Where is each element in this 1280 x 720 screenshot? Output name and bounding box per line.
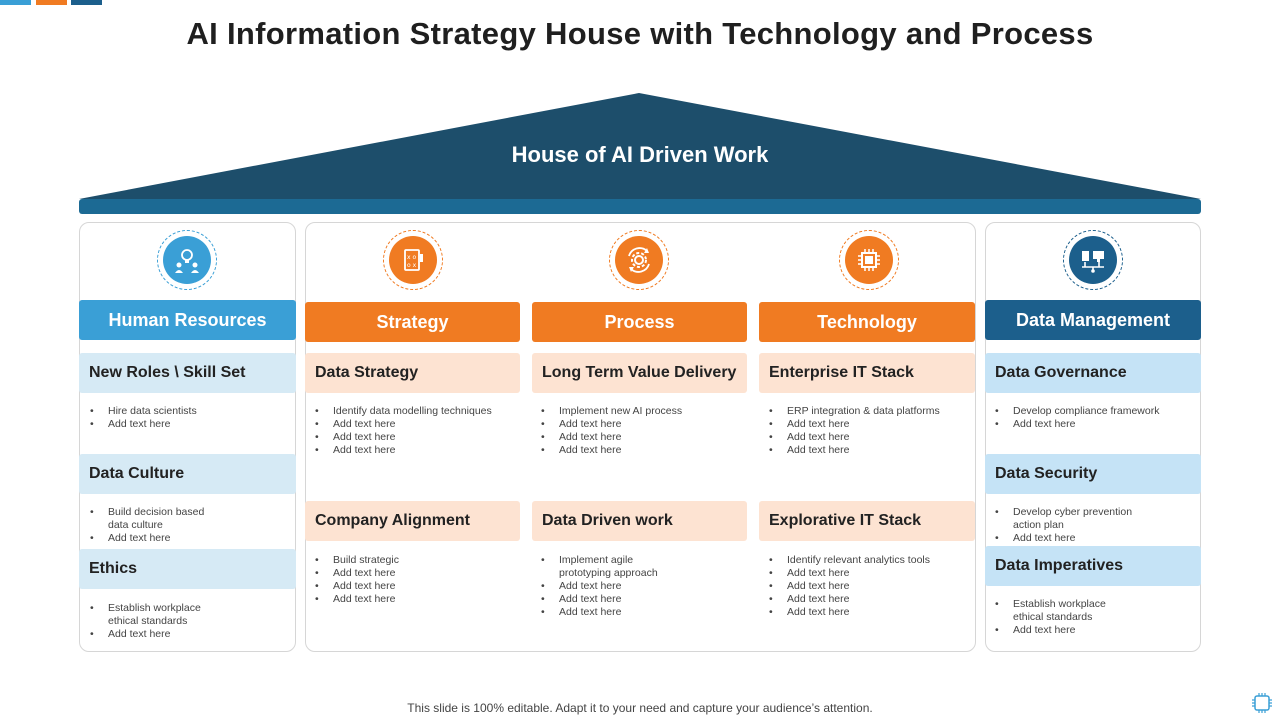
bullet-item: ERP integration & data platforms — [769, 405, 940, 418]
bullet-item: Build decision based data culture — [90, 506, 204, 532]
bullet-item: Add text here — [995, 418, 1159, 431]
section-title-data-security: Data Security — [985, 454, 1201, 494]
network-computer-icon — [1063, 230, 1123, 290]
bullet-item: Add text here — [315, 593, 399, 606]
bullet-item: Identify relevant analytics tools — [769, 554, 930, 567]
bullet-list-long-term-value: Implement new AI process Add text here A… — [541, 405, 682, 457]
page-title: AI Information Strategy House with Techn… — [186, 16, 1094, 51]
bullet-item: Develop cyber prevention action plan — [995, 506, 1132, 532]
bullet-list-data-strategy: Identify data modelling techniques Add t… — [315, 405, 492, 457]
column-header-human-resources: Human Resources — [79, 300, 296, 340]
bullet-item: Add text here — [541, 418, 682, 431]
section-title-long-term-value: Long Term Value Delivery — [532, 353, 747, 393]
top-accent-navy — [71, 0, 102, 5]
bullet-item: Add text here — [541, 580, 658, 593]
bullet-item: Add text here — [769, 444, 940, 457]
bullet-item: Build strategic — [315, 554, 399, 567]
process-gear-icon — [609, 230, 669, 290]
section-title-ethics: Ethics — [79, 549, 296, 589]
section-title-data-strategy: Data Strategy — [305, 353, 520, 393]
bullet-item: Hire data scientists — [90, 405, 197, 418]
bullet-list-company-alignment: Build strategic Add text here Add text h… — [315, 554, 399, 606]
bullet-list-data-imperatives: Establish workplace ethical standards Ad… — [995, 598, 1106, 637]
svg-text:x o: x o — [407, 254, 416, 261]
roof-beam — [79, 199, 1201, 214]
bullet-item: Add text here — [995, 624, 1106, 637]
top-accent-orange — [36, 0, 67, 5]
roof-title: House of AI Driven Work — [511, 142, 769, 167]
bullet-item: Add text here — [769, 418, 940, 431]
column-header-data-management: Data Management — [985, 300, 1201, 340]
bullet-item: Implement agile prototyping approach — [541, 554, 658, 580]
bullet-list-new-roles: Hire data scientists Add text here — [90, 405, 197, 431]
section-title-data-imperatives: Data Imperatives — [985, 546, 1201, 586]
column-header-process: Process — [532, 302, 747, 342]
section-title-data-governance: Data Governance — [985, 353, 1201, 393]
bullet-text: Develop cyber prevention action plan — [1013, 506, 1133, 531]
bullet-list-data-security: Develop cyber prevention action plan Add… — [995, 506, 1132, 545]
bullet-item: Add text here — [769, 593, 930, 606]
bullet-item: Add text here — [769, 567, 930, 580]
bullet-item: Add text here — [995, 532, 1132, 545]
section-title-enterprise-it: Enterprise IT Stack — [759, 353, 975, 393]
section-title-data-driven-work: Data Driven work — [532, 501, 747, 541]
team-idea-icon — [157, 230, 217, 290]
bullet-list-data-culture: Build decision based data culture Add te… — [90, 506, 204, 545]
footer-note: This slide is 100% editable. Adapt it to… — [407, 701, 873, 715]
bullet-item: Implement new AI process — [541, 405, 682, 418]
chip-icon — [839, 230, 899, 290]
bullet-item: Add text here — [769, 606, 930, 619]
svg-text:o x: o x — [407, 262, 417, 269]
bullet-item: Add text here — [541, 431, 682, 444]
bullet-item: Establish workplace ethical standards — [90, 602, 201, 628]
bullet-item: Add text here — [315, 418, 492, 431]
section-title-new-roles: New Roles \ Skill Set — [79, 353, 296, 393]
bullet-item: Add text here — [769, 580, 930, 593]
bullet-item: Establish workplace ethical standards — [995, 598, 1106, 624]
bullet-item: Add text here — [541, 606, 658, 619]
house-roof — [79, 93, 1201, 214]
bullet-item: Add text here — [541, 593, 658, 606]
bullet-item: Identify data modelling techniques — [315, 405, 492, 418]
bullet-text: Implement agile prototyping approach — [559, 554, 658, 579]
bullet-item: Add text here — [315, 431, 492, 444]
bullet-item: Add text here — [90, 418, 197, 431]
bullet-list-enterprise-it: ERP integration & data platforms Add tex… — [769, 405, 940, 457]
bullet-list-explorative-it: Identify relevant analytics tools Add te… — [769, 554, 930, 619]
chip-outline-icon — [1252, 693, 1272, 713]
bullet-item: Develop compliance framework — [995, 405, 1159, 418]
section-title-explorative-it: Explorative IT Stack — [759, 501, 975, 541]
bullet-item: Add text here — [90, 628, 201, 641]
bullet-text: Establish workplace ethical standards — [1013, 598, 1106, 623]
bullet-item: Add text here — [769, 431, 940, 444]
bullet-item: Add text here — [541, 444, 682, 457]
bullet-item: Add text here — [315, 580, 399, 593]
column-header-technology: Technology — [759, 302, 975, 342]
bullet-list-data-driven-work: Implement agile prototyping approach Add… — [541, 554, 658, 619]
bullet-text: Build decision based data culture — [108, 506, 205, 531]
strategy-document-icon: x o o x — [383, 230, 443, 290]
column-header-strategy: Strategy — [305, 302, 520, 342]
roof-triangle — [79, 93, 1201, 199]
bullet-item: Add text here — [90, 532, 204, 545]
bullet-list-ethics: Establish workplace ethical standards Ad… — [90, 602, 201, 641]
section-title-data-culture: Data Culture — [79, 454, 296, 494]
bullet-list-data-governance: Develop compliance framework Add text he… — [995, 405, 1159, 431]
bullet-item: Add text here — [315, 444, 492, 457]
section-title-company-alignment: Company Alignment — [305, 501, 520, 541]
top-accent-blue — [0, 0, 31, 5]
bullet-text: Establish workplace ethical standards — [108, 602, 201, 627]
bullet-item: Add text here — [315, 567, 399, 580]
